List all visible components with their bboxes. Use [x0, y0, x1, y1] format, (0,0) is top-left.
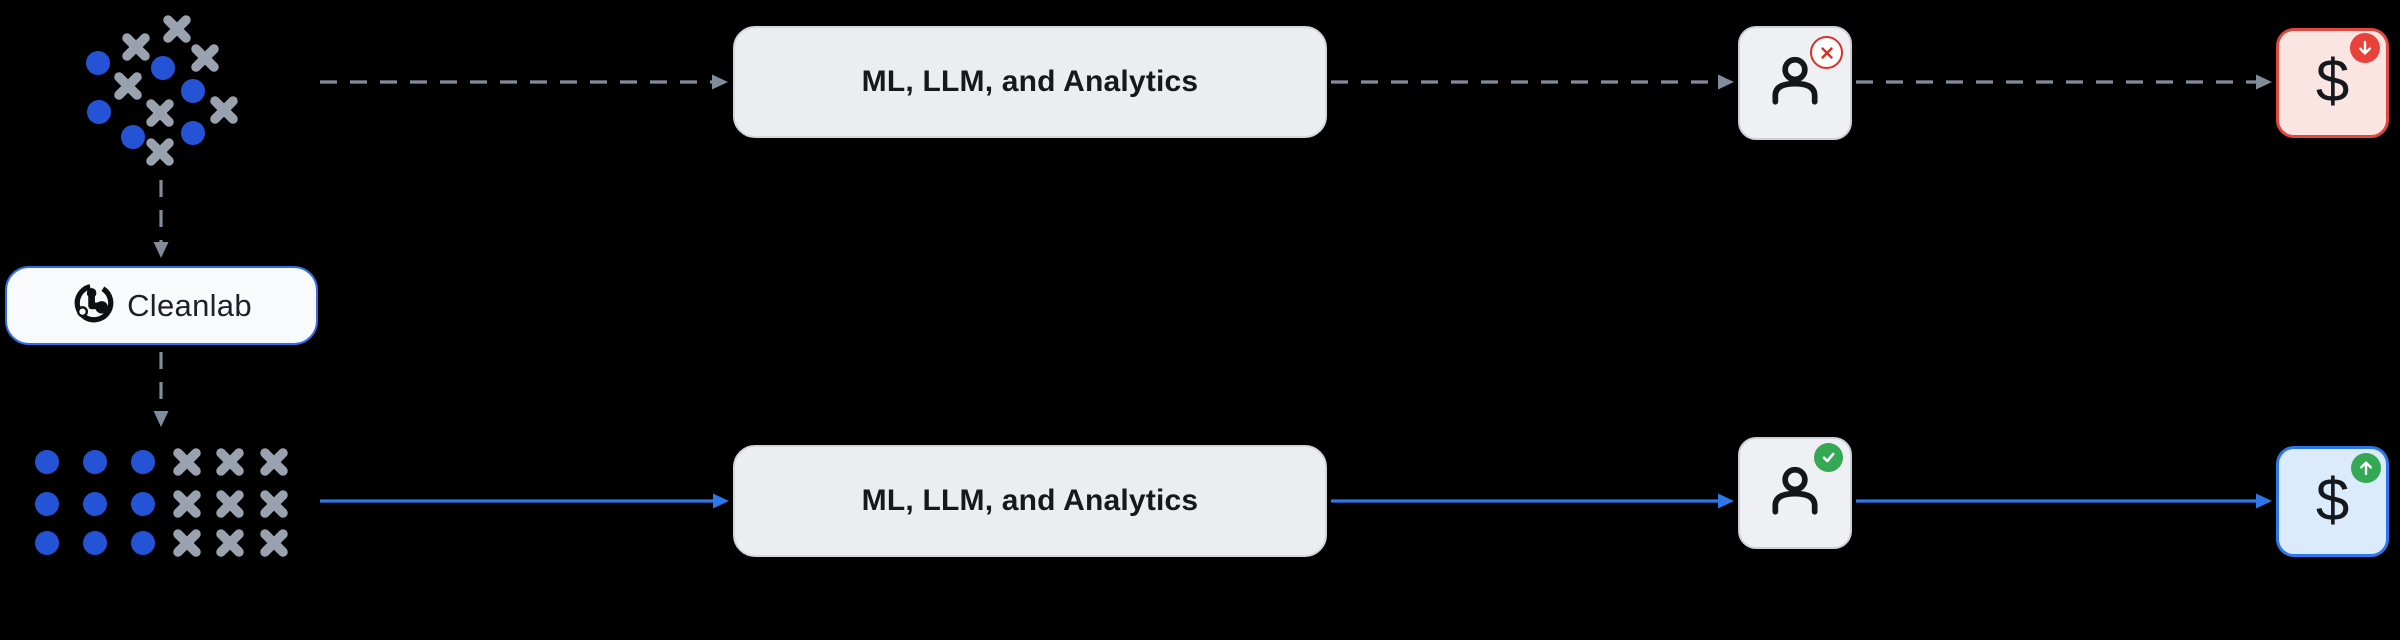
data-point-x	[114, 72, 142, 100]
data-point-x	[173, 490, 201, 518]
messy-data-scatter	[86, 15, 238, 166]
data-point-dot	[131, 492, 155, 516]
data-point-dot	[83, 531, 107, 555]
clean-data-grid	[35, 448, 288, 557]
data-point-x	[216, 529, 244, 557]
error-badge	[1810, 36, 1843, 69]
arrow-down-icon	[2359, 40, 2371, 55]
arrow-up-icon	[2360, 461, 2372, 476]
cleanlab-label: Cleanlab	[127, 287, 252, 323]
data-point-dot	[83, 492, 107, 516]
revenue-node-top: $	[2276, 28, 2389, 138]
data-point-dot	[35, 492, 59, 516]
data-point-x	[260, 448, 288, 476]
user-node-top	[1738, 26, 1852, 140]
data-point-x	[260, 529, 288, 557]
success-badge	[1814, 443, 1843, 472]
error-x-icon	[1820, 46, 1833, 59]
person-icon	[1766, 462, 1824, 525]
data-point-dot	[35, 531, 59, 555]
revenue-node-bottom: $	[2276, 446, 2389, 557]
data-point-x	[210, 96, 238, 124]
data-point-x	[122, 33, 150, 61]
ml-analytics-label-bottom: ML, LLM, and Analytics	[861, 484, 1199, 517]
data-point-x	[216, 490, 244, 518]
dollar-symbol-top: $	[2315, 47, 2350, 114]
data-point-dot	[86, 51, 110, 75]
data-point-dot	[151, 56, 175, 80]
data-point-x	[146, 138, 174, 166]
cleanlab-logo-icon	[71, 280, 117, 331]
data-point-x	[191, 44, 219, 72]
data-point-dot	[131, 531, 155, 555]
data-point-dot	[121, 125, 145, 149]
data-point-dot	[181, 79, 205, 103]
data-point-dot	[35, 450, 59, 474]
person-icon	[1766, 52, 1824, 115]
data-point-x	[173, 448, 201, 476]
check-icon	[1822, 452, 1835, 463]
user-node-bottom	[1738, 437, 1852, 549]
value-up-badge	[2351, 453, 2381, 483]
ml-analytics-node-top: ML, LLM, and Analytics	[733, 26, 1327, 138]
dollar-symbol-bottom: $	[2315, 465, 2350, 533]
data-point-dot	[87, 100, 111, 124]
data-point-x	[260, 490, 288, 518]
data-point-x	[216, 448, 244, 476]
data-point-dot	[131, 450, 155, 474]
data-point-x	[146, 99, 174, 127]
data-point-dot	[83, 450, 107, 474]
data-point-x	[173, 529, 201, 557]
data-point-x	[163, 15, 191, 43]
cleanlab-node: Cleanlab	[5, 266, 318, 345]
value-down-badge	[2350, 33, 2380, 63]
ml-analytics-node-bottom: ML, LLM, and Analytics	[733, 445, 1327, 557]
ml-analytics-label-top: ML, LLM, and Analytics	[861, 65, 1199, 98]
data-point-dot	[181, 121, 205, 145]
